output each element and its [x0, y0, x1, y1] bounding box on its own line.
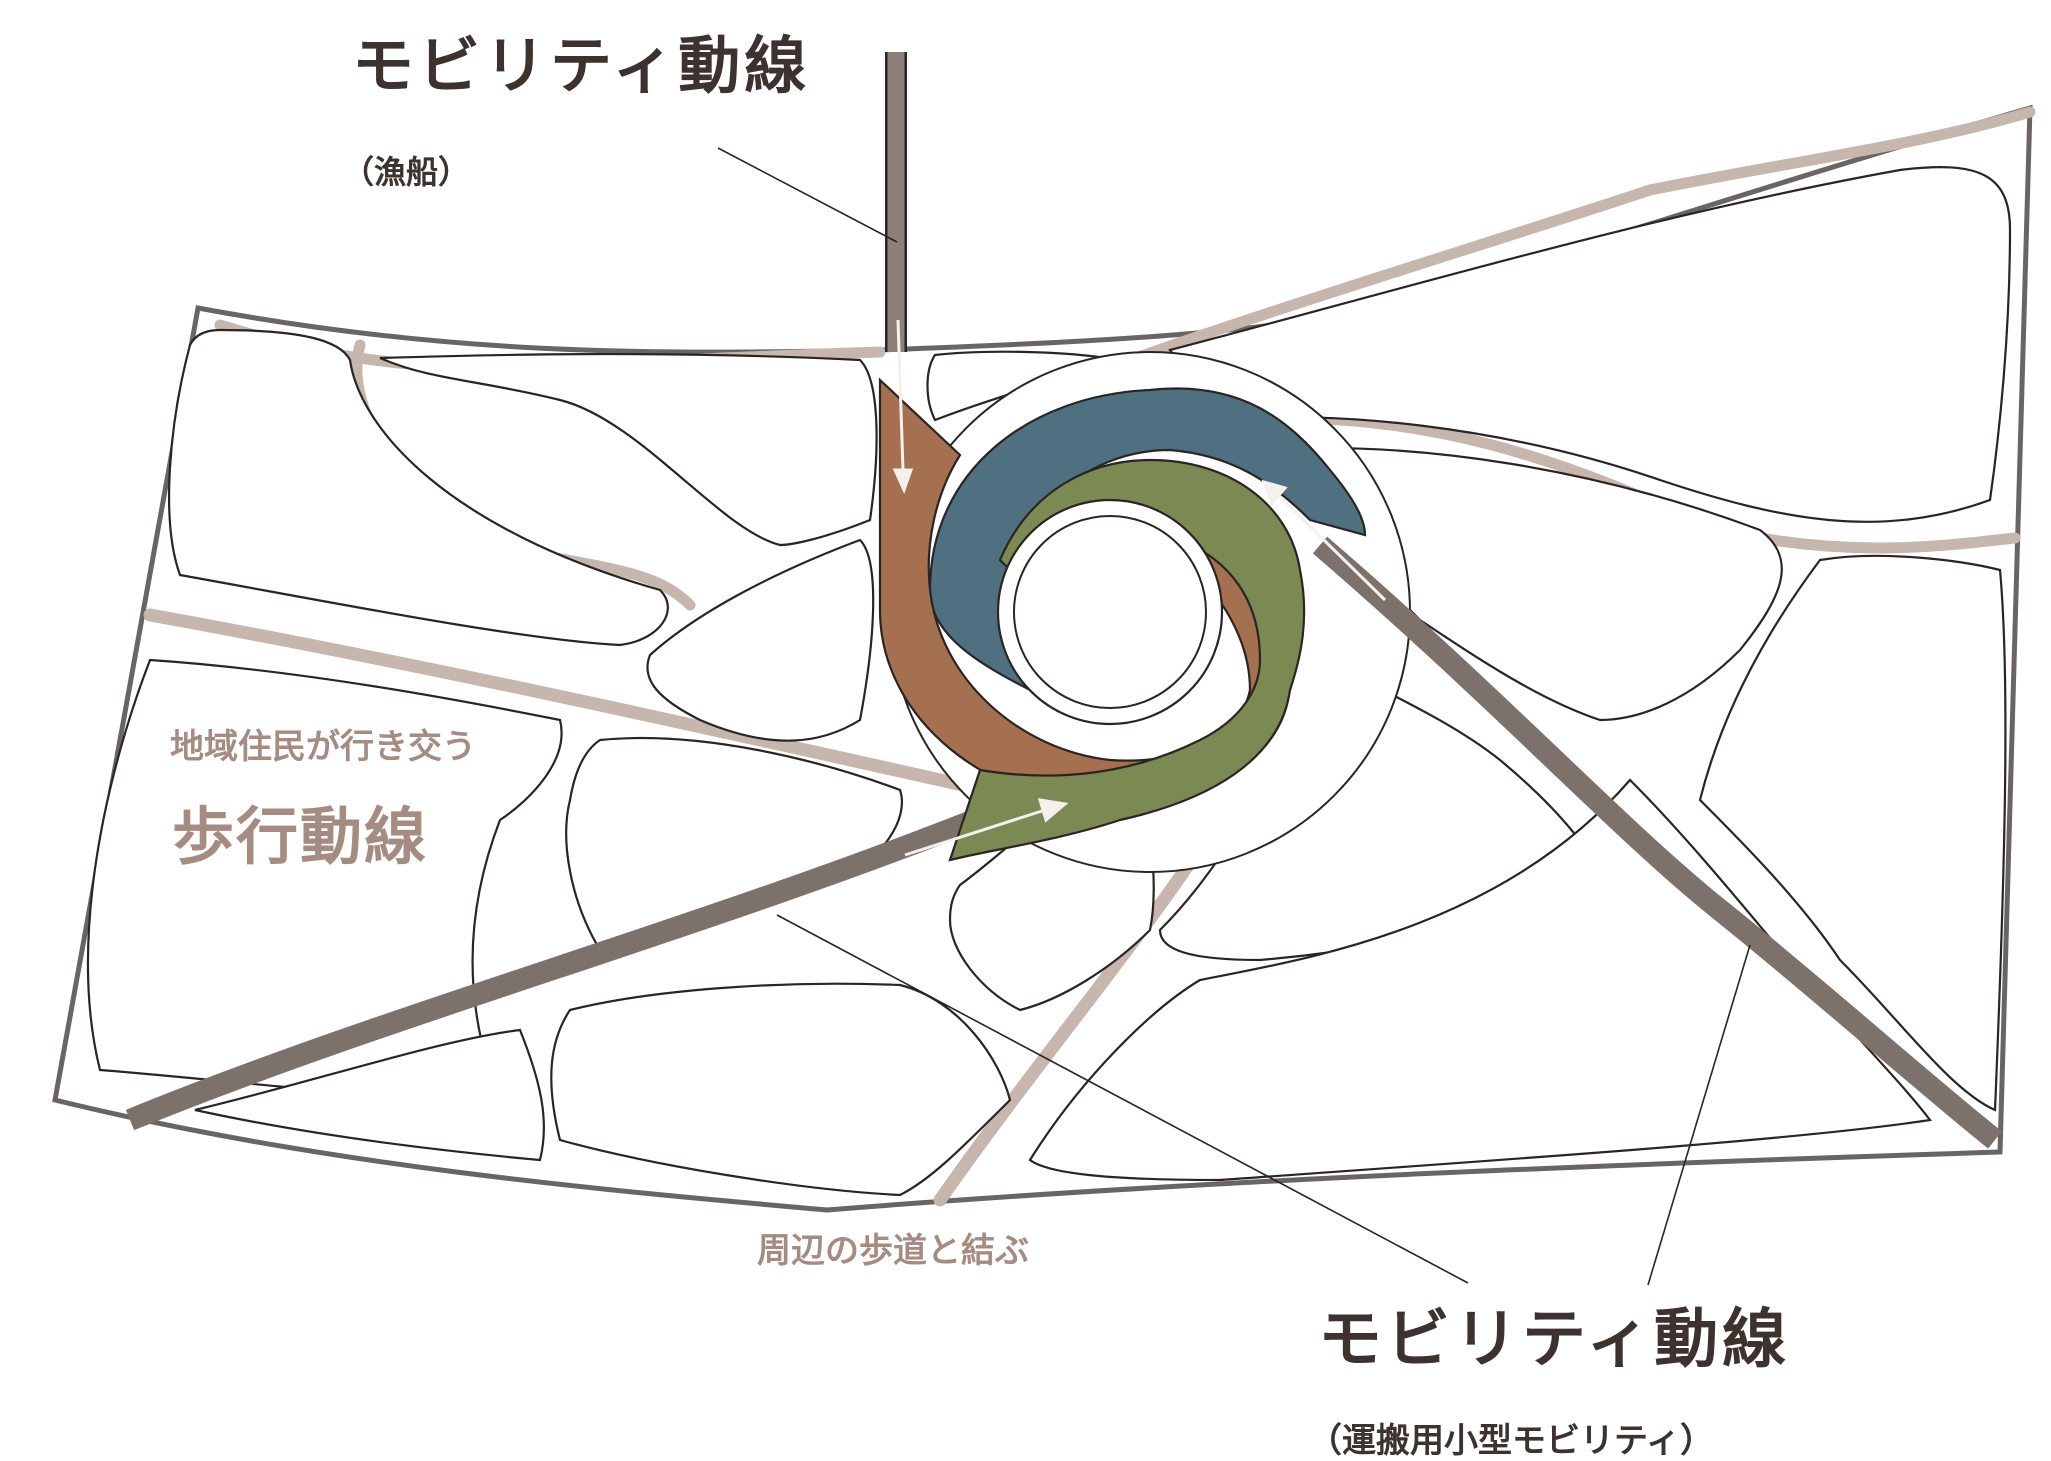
label-fishing-sub: （漁船）	[342, 153, 470, 191]
arrow-southwest-head	[1037, 798, 1069, 823]
leader-fishing	[717, 147, 898, 243]
mobility-route-southeast	[1312, 536, 2002, 1149]
leader-southwest	[776, 914, 1469, 1284]
leader-lines	[717, 147, 1751, 1286]
mobility-route-southwest	[125, 799, 1005, 1131]
label-connect-note: 周辺の歩道と結ぶ	[757, 1231, 1029, 1271]
leader-southeast	[1647, 944, 1751, 1286]
label-transport-title: モビリティ動線	[1318, 1302, 1790, 1377]
direction-arrows	[892, 319, 1387, 857]
block	[194, 1028, 546, 1162]
arrow-fishing	[896, 319, 905, 471]
walk-route-west	[143, 608, 992, 797]
block	[379, 352, 878, 547]
label-transport-sub: （運搬用小型モビリティ）	[1308, 1421, 1714, 1461]
arrow-fishing-head	[892, 468, 914, 495]
label-walk-sub: 地域住民が行き交う	[170, 727, 476, 767]
block	[550, 982, 1012, 1197]
block	[646, 538, 875, 742]
block	[1168, 166, 2012, 523]
arrow-northeast-head	[1261, 479, 1288, 506]
label-fishing-title: モビリティ動線	[352, 29, 810, 102]
label-walk-title: 歩行動線	[172, 800, 428, 873]
block	[1698, 554, 2007, 1112]
mobility-routes	[125, 52, 2002, 1149]
block	[168, 328, 669, 647]
walk-route-northeast	[1124, 106, 2036, 366]
central-circle-inner	[1013, 515, 1207, 709]
arrow-southwest	[904, 808, 1046, 857]
arrow-northeast	[1276, 493, 1387, 602]
